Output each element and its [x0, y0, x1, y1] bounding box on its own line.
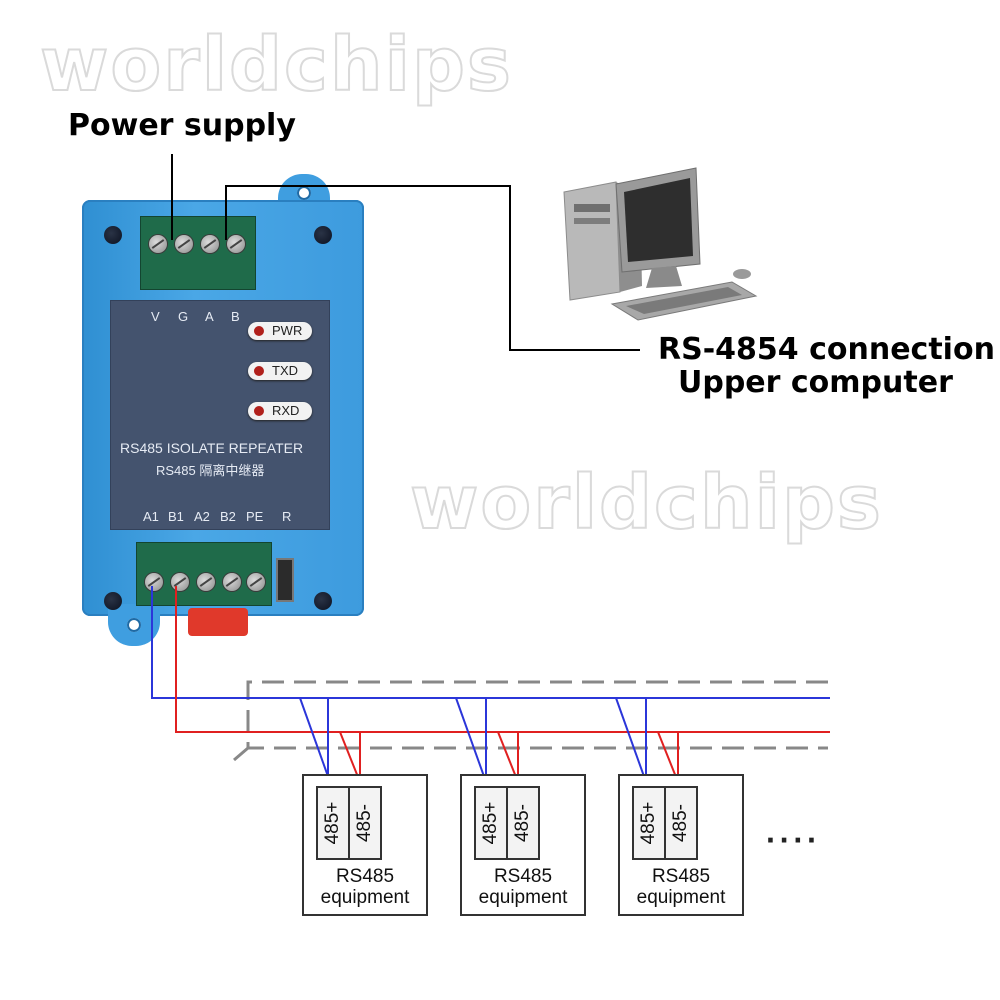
drop-b-3 [657, 731, 679, 783]
power-supply-label: Power supply [68, 108, 296, 143]
equipment-label-line2: equipment [320, 887, 410, 908]
led-label: TXD [272, 363, 298, 378]
shield-ground-mark [233, 746, 249, 762]
equipment-label-line1: RS485 [651, 866, 711, 887]
equipment-label-line1: RS485 [493, 866, 553, 887]
bus-line-b [175, 586, 830, 733]
terminal-screw-icon [197, 573, 215, 591]
led-pwr: PWR [248, 322, 312, 340]
bus-line-a [151, 586, 830, 699]
terminal-screw-icon [149, 235, 167, 253]
terminal-label-g: G [178, 309, 189, 324]
terminal-label-b2: B2 [220, 509, 236, 524]
mounting-hole-icon [127, 618, 141, 632]
bus-shield-dashed [246, 680, 828, 750]
led-label: RXD [272, 403, 300, 418]
equipment-label-line2: equipment [478, 887, 568, 908]
computer-icon [563, 167, 758, 321]
terminal-label-r: R [282, 509, 292, 524]
terminal-label-v: V [151, 309, 160, 324]
top-terminal-block [140, 216, 256, 290]
terminal-screw-icon [227, 235, 245, 253]
equipment-label-line1: RS485 [335, 866, 395, 887]
connector-485-minus: 485- [348, 786, 382, 860]
rs485-equipment-1: 485+ 485- RS485 equipment [302, 774, 428, 916]
connector-485-plus: 485+ [316, 786, 350, 860]
terminal-screw-icon [247, 573, 265, 591]
connector-485-plus: 485+ [632, 786, 666, 860]
led-indicator-icon [254, 406, 264, 416]
connector-485-minus: 485- [506, 786, 540, 860]
terminal-label-a2: A2 [194, 509, 210, 524]
mounting-hole-icon [297, 186, 311, 200]
terminal-label-b1: B1 [168, 509, 184, 524]
terminal-label-pe: PE [246, 509, 264, 524]
rs485-connection-label: RS-4854 connection [658, 332, 995, 367]
drop-a-2 [455, 697, 487, 783]
terminal-screw-icon [175, 235, 193, 253]
termination-switch [276, 558, 294, 602]
screw-icon [314, 592, 332, 610]
upper-computer-link [225, 185, 640, 351]
terminal-label-b: B [231, 309, 240, 324]
terminal-label-a1: A1 [143, 509, 159, 524]
watermark-middle: worldchips [409, 459, 883, 547]
rs485-equipment-3: 485+ 485- RS485 equipment [618, 774, 744, 916]
terminal-screw-icon [201, 235, 219, 253]
device-title-en: RS485 ISOLATE REPEATER [120, 440, 304, 456]
rs485-equipment-2: 485+ 485- RS485 equipment [460, 774, 586, 916]
connector-485-plus: 485+ [474, 786, 508, 860]
bottom-terminal-block [136, 542, 272, 606]
device-title-cn: RS485 隔离中继器 [156, 463, 265, 478]
terminal-screw-icon [145, 573, 163, 591]
din-rail-clip [188, 608, 248, 636]
led-txd: TXD [248, 362, 312, 380]
terminal-label-a: A [205, 309, 214, 324]
connector-485-minus: 485- [664, 786, 698, 860]
more-equipment-ellipsis: ···· [766, 822, 821, 858]
led-indicator-icon [254, 326, 264, 336]
watermark-top: worldchips [39, 21, 513, 109]
led-indicator-icon [254, 366, 264, 376]
upper-computer-label: Upper computer [678, 365, 953, 400]
drop-b-1 [339, 731, 361, 783]
screw-icon [104, 592, 122, 610]
led-label: PWR [272, 323, 303, 338]
drop-b-2 [497, 731, 519, 783]
terminal-screw-icon [223, 573, 241, 591]
screw-icon [104, 226, 122, 244]
equipment-label-line2: equipment [636, 887, 726, 908]
drop-a-1 [299, 697, 331, 783]
screw-icon [314, 226, 332, 244]
drop-a-3 [615, 697, 647, 783]
led-rxd: RXD [248, 402, 312, 420]
